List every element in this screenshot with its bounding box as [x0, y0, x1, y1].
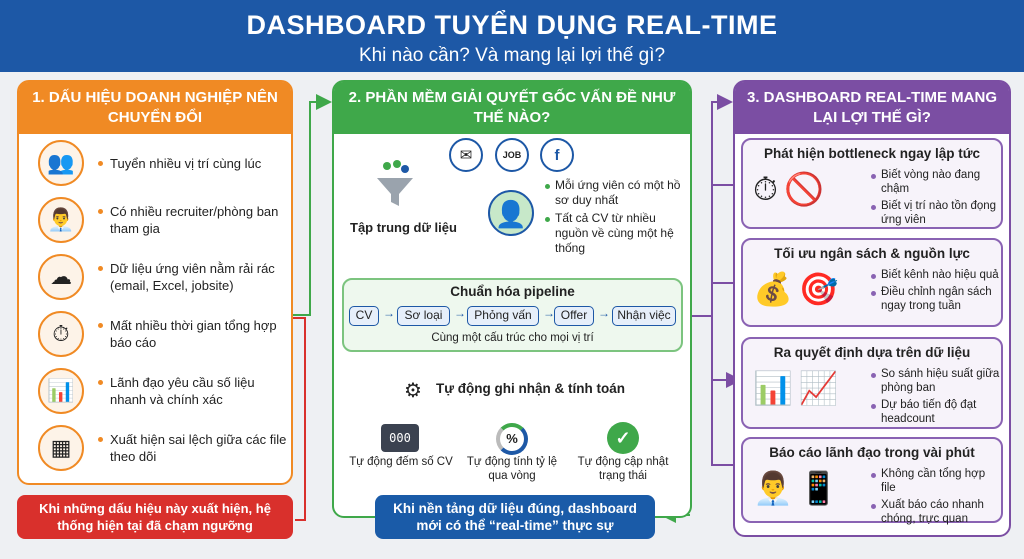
benefit-bullet: Không cần tổng hợp file — [871, 467, 1001, 495]
page-title: DASHBOARD TUYỂN DỤNG REAL-TIME — [246, 10, 778, 40]
benefit-card: Ra quyết định dựa trên dữ liệu 📊📈 So sánh … — [741, 337, 1003, 429]
percent-icon: % — [496, 423, 528, 455]
sign-item: 👨‍💼 Có nhiều recruiter/phòng ban tham gia — [38, 195, 288, 245]
pipeline-stage-screening: Sơ loại — [397, 306, 450, 326]
pipeline-caption: Cùng một cấu trúc cho mọi vị trí — [431, 332, 594, 344]
team-icon: 👥 — [38, 140, 84, 186]
sign-text: Xuất hiện sai lệch giữa các file theo dõ… — [98, 431, 288, 465]
candidate-avatar-icon: 👤 — [488, 190, 534, 236]
benefit-bullet: Điều chỉnh ngân sách ngay trong tuần — [871, 285, 1001, 313]
sign-item: ▦ Xuất hiện sai lệch giữa các file theo d… — [38, 423, 288, 473]
cloud-documents-icon: ☁ — [38, 254, 84, 300]
benefit-title: Tối ưu ngân sách & nguồn lực — [774, 246, 970, 261]
auto-item-label: Tự động tính tỷ lệ qua vòng — [466, 456, 558, 482]
sign-text: Có nhiều recruiter/phòng ban tham gia — [98, 203, 288, 237]
check-icon: ✓ — [607, 422, 639, 454]
gear-brain-icon: ⚙ — [404, 380, 422, 402]
spreadsheet-error-icon: ▦ — [38, 425, 84, 471]
signs-footer: Khi những dấu hiệu này xuất hiện, hệ thố… — [17, 495, 293, 539]
job-site-icon: JOB — [495, 138, 529, 172]
benefit-title: Báo cáo lãnh đạo trong vài phút — [769, 445, 975, 460]
auto-item-label: Tự động đếm số CV — [349, 456, 453, 468]
benefit-bullet: So sánh hiệu suất giữa phòng ban — [871, 367, 1001, 395]
solution-footer: Khi nền tảng dữ liệu đúng, dashboard mới… — [375, 495, 655, 539]
sign-text: Mất nhiều thời gian tổng hợp báo cáo — [98, 317, 288, 351]
recruiters-icon: 👨‍💼 — [38, 197, 84, 243]
section-title: 3. DASHBOARD REAL-TIME MANG LẠI LỢI THẾ … — [735, 82, 1009, 134]
benefit-bullet: Biết kênh nào hiệu quả — [871, 268, 1001, 282]
benefit-illustration-icon: 💰🎯 — [753, 271, 845, 307]
sign-text: Tuyển nhiều vị trí cùng lúc — [98, 155, 261, 172]
page-subtitle: Khi nào cần? Và mang lại lợi thế gì? — [358, 45, 666, 66]
sign-item: ⏱ Mất nhiều thời gian tổng hợp báo cáo — [38, 309, 288, 359]
leader-chart-icon: 📊 — [38, 368, 84, 414]
section-title: 1. DẤU HIỆU DOANH NGHIỆP NÊN CHUYỂN ĐỔI — [19, 82, 291, 134]
auto-item-label: Tự động cập nhật trạng thái — [577, 456, 669, 482]
benefit-card: Phát hiện bottleneck ngay lập tức ⏱🚫 Biết … — [741, 138, 1003, 229]
solution-bullet: Tất cả CV từ nhiều nguồn về cùng một hệ … — [545, 211, 690, 256]
sign-item: 📊 Lãnh đạo yêu cầu số liệu nhanh và chính… — [38, 366, 288, 416]
benefit-illustration-icon: ⏱🚫 — [753, 171, 830, 207]
pipeline-title: Chuẩn hóa pipeline — [450, 284, 575, 299]
benefit-illustration-icon: 📊📈 — [753, 370, 845, 406]
pipeline-stage-offer: Offer — [554, 306, 594, 326]
arrow-icon: → — [383, 306, 395, 320]
arrow-icon: → — [598, 306, 610, 320]
benefit-bullet: Biết vòng nào đang chậm — [871, 168, 1001, 196]
funnel-icon — [375, 160, 415, 210]
email-icon: ✉ — [449, 138, 483, 172]
pipeline-stage-cv: CV — [349, 306, 379, 326]
benefit-bullet: Xuất báo cáo nhanh chóng, trực quan — [871, 498, 1001, 526]
automation-title: Tự động ghi nhận & tính toán — [436, 381, 625, 396]
benefit-bullet: Dự báo tiến độ đạt headcount — [871, 398, 1001, 426]
pipeline-stage-hired: Nhận việc — [612, 306, 676, 326]
sign-item: 👥 Tuyển nhiều vị trí cùng lúc — [38, 138, 288, 188]
section-title: 2. PHẦN MỀM GIẢI QUYẾT GỐC VẤN ĐỀ NHƯ TH… — [334, 82, 690, 134]
arrow-icon: → — [454, 306, 466, 320]
benefit-illustration-icon: 👨‍💼📱 — [753, 470, 845, 506]
benefit-bullet: Biết vị trí nào tồn đọng ứng viên — [871, 199, 1001, 227]
solution-bullet: Mỗi ứng viên có một hồ sơ duy nhất — [545, 178, 690, 208]
centralize-label: Tập trung dữ liệu — [350, 220, 457, 235]
sign-text: Lãnh đạo yêu cầu số liệu nhanh và chính … — [98, 374, 288, 408]
benefit-title: Ra quyết định dựa trên dữ liệu — [773, 345, 971, 360]
benefit-card: Báo cáo lãnh đạo trong vài phút 👨‍💼📱 Không… — [741, 437, 1003, 526]
clock-gear-icon: ⏱ — [38, 311, 84, 357]
facebook-icon: f — [540, 138, 574, 172]
header: DASHBOARD TUYỂN DỤNG REAL-TIME Khi nào c… — [0, 0, 1024, 72]
counter-icon: 000 — [381, 424, 419, 452]
pipeline-stage-interview: Phỏng vấn — [467, 306, 539, 326]
benefit-title: Phát hiện bottleneck ngay lập tức — [763, 146, 981, 161]
sign-text: Dữ liệu ứng viên nằm rải rác (email, Exc… — [98, 260, 288, 294]
sign-item: ☁ Dữ liệu ứng viên nằm rải rác (email, Ex… — [38, 252, 288, 302]
benefit-card: Tối ưu ngân sách & nguồn lực 💰🎯 Biết kênh … — [741, 238, 1003, 327]
arrow-icon: → — [543, 306, 555, 320]
